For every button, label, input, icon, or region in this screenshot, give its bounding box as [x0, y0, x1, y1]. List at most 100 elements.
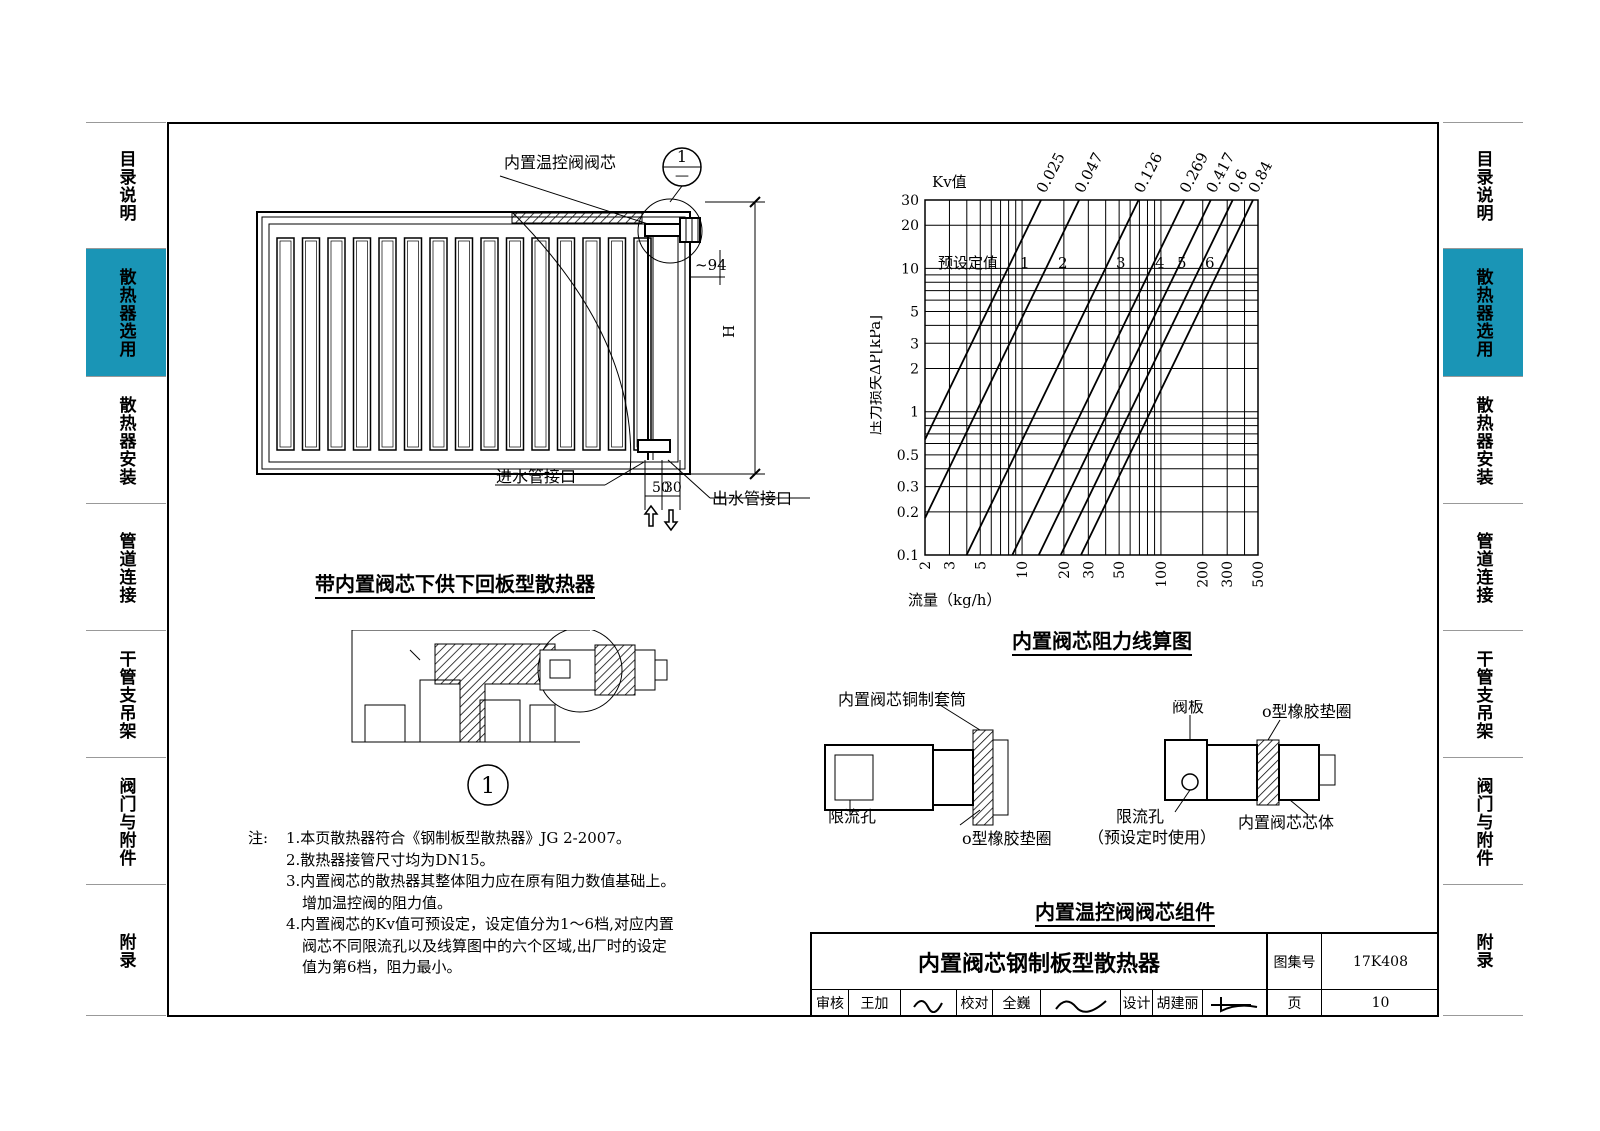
detail-marker: 1 — [481, 774, 495, 799]
y-tick-label: 0.3 — [897, 480, 919, 496]
kv-line-0.047 — [924, 199, 1080, 519]
checker-signature — [1040, 989, 1120, 1017]
side-tab-right-5[interactable]: 阀门与附件 — [1443, 757, 1523, 885]
radiator-fin — [607, 237, 627, 451]
radiator-fin — [378, 237, 397, 451]
x-tick-label: 5 — [973, 561, 989, 570]
note-line: 1.本页散热器符合《钢制板型散热器》JG 2-2007。 — [286, 829, 631, 847]
atlas-label: 图集号 — [1266, 934, 1321, 989]
y-tick-label: 2 — [910, 362, 919, 378]
orifice-left-label: 限流孔 — [828, 807, 876, 826]
chart-title: 内置阀芯阻力线算图 — [1012, 625, 1192, 656]
radiator-fin — [531, 237, 550, 451]
preset-zone-label: 4 — [1155, 254, 1165, 272]
reviewer-signature — [900, 989, 956, 1017]
note-line: 2.散热器接管尺寸均为DN15。 — [286, 850, 495, 869]
side-tab-right-3[interactable]: 管道连接 — [1443, 503, 1523, 631]
y-tick-label: 20 — [901, 218, 919, 234]
design-label: 设计 — [1120, 989, 1152, 1017]
orifice-right-label: 限流孔 — [1116, 807, 1164, 826]
x-tick-label: 30 — [1081, 561, 1097, 579]
y-tick-label: 0.5 — [897, 448, 919, 464]
radiator-fin — [582, 237, 601, 451]
side-tab-label: 散热器选用 — [1472, 268, 1493, 358]
kv-value-label: 0.047 — [1071, 150, 1107, 196]
side-tab-label: 阀门与附件 — [1472, 776, 1493, 867]
side-tab-right-1[interactable]: 散热器选用 — [1443, 248, 1523, 377]
radiator-fin — [403, 237, 423, 451]
radiator-elevation: 内置温控阀阀芯 1 — ~94 H 50 30 进水管接口 出水管接口 — [256, 147, 810, 532]
side-tab-label: 散热器选用 — [115, 268, 136, 358]
side-tab-right-0[interactable]: 目录说明 — [1443, 122, 1523, 249]
radiator-fin — [352, 237, 372, 451]
note-line: 值为第6档，阻力最小。 — [302, 958, 462, 976]
radiator-fin — [327, 237, 346, 451]
side-tab-right-2[interactable]: 散热器安装 — [1443, 376, 1523, 504]
radiator-fin — [429, 237, 448, 451]
side-tab-right-6[interactable]: 附录 — [1443, 884, 1523, 1016]
side-tab-left-3[interactable]: 管道连接 — [86, 503, 166, 631]
y-tick-label: 30 — [901, 193, 919, 209]
x-axis-label: 流量（kg/h） — [908, 591, 1001, 609]
side-tab-left-6[interactable]: 附录 — [86, 884, 166, 1016]
radiator-fin — [505, 237, 525, 451]
x-tick-label: 50 — [1112, 561, 1128, 579]
side-tab-left-1[interactable]: 散热器选用 — [86, 248, 166, 377]
radiator-fin — [556, 237, 576, 451]
reviewer-name: 王加 — [848, 989, 900, 1017]
x-tick-label: 2 — [918, 561, 934, 570]
atlas-number: 17K408 — [1321, 934, 1439, 989]
valve-section-detail: 1 — [351, 630, 668, 806]
x-tick-label: 200 — [1196, 561, 1212, 588]
oring-right-label: o型橡胶垫圈 — [1262, 702, 1352, 721]
preset-label: 预设定值 — [938, 254, 998, 272]
note-line: 3.内置阀芯的散热器其整体阻力应在原有阻力数值基础上。 — [286, 872, 676, 890]
page-number: 10 — [1321, 989, 1439, 1017]
inlet-label: 进水管接口 — [496, 467, 576, 486]
preset-zone-label: 2 — [1058, 254, 1068, 272]
side-tab-label: 干管支吊架 — [115, 649, 136, 740]
x-tick-label: 100 — [1154, 561, 1170, 588]
drawing-title: 内置阀芯钢制板型散热器 — [917, 951, 1160, 977]
designer-signature — [1202, 989, 1266, 1017]
y-tick-label: 10 — [901, 261, 919, 277]
kv-value-label: 0.025 — [1033, 150, 1069, 196]
side-tab-left-5[interactable]: 阀门与附件 — [86, 757, 166, 885]
review-label: 审核 — [816, 996, 844, 1012]
x-tick-label: 300 — [1220, 561, 1236, 588]
preset-use-label: （预设定时使用） — [1088, 828, 1216, 847]
page-label: 页 — [1266, 989, 1321, 1017]
y-tick-label: 0.2 — [897, 505, 919, 521]
y-tick-label: 5 — [910, 305, 919, 321]
side-tab-label: 目录说明 — [1472, 150, 1493, 222]
components-title: 内置温控阀阀芯组件 — [1035, 896, 1215, 927]
valve-plate-label: 阀板 — [1172, 700, 1204, 716]
oring-left-label: o型橡胶垫圈 — [962, 829, 1052, 848]
valve-core-components: 内置阀芯铜制套筒 限流孔 o型橡胶垫圈 阀板 o型橡胶垫圈 限流孔 （预设定时使… — [824, 700, 1352, 848]
radiator-fin — [454, 237, 474, 451]
preset-zone-label: 6 — [1205, 254, 1215, 272]
kv-line-0.417 — [1037, 199, 1212, 556]
copper-sleeve-title: 内置阀芯铜制套筒 — [838, 690, 967, 709]
x-tick-label: 3 — [942, 561, 958, 570]
checker-name: 全巍 — [992, 989, 1040, 1017]
side-tab-label: 散热器安装 — [115, 395, 136, 486]
y-axis-label: 压力损失ΔP[kPa] — [870, 315, 884, 435]
side-tab-label: 管道连接 — [1472, 531, 1493, 604]
kv-value-label: 0.84 — [1245, 158, 1277, 196]
kv-label: Kv值 — [932, 173, 967, 191]
drawing-frame — [167, 122, 1439, 1017]
radiator-title: 带内置阀芯下供下回板型散热器 — [315, 568, 595, 599]
radiator-fin — [480, 237, 499, 451]
side-tab-left-0[interactable]: 目录说明 — [86, 122, 166, 249]
kv-line-0.025 — [924, 199, 1042, 440]
kv-line-0.126 — [965, 199, 1140, 556]
side-tab-right-4[interactable]: 干管支吊架 — [1443, 630, 1523, 758]
side-tab-label: 散热器安装 — [1472, 395, 1493, 486]
side-tab-left-2[interactable]: 散热器安装 — [86, 376, 166, 504]
y-tick-label: 0.1 — [897, 548, 919, 564]
core-body-label: 内置阀芯芯体 — [1238, 813, 1334, 832]
y-tick-label: 3 — [910, 336, 919, 352]
note-line: 4.内置阀芯的Kv值可预设定，设定值分为1～6档,对应内置 — [286, 915, 674, 933]
side-tab-left-4[interactable]: 干管支吊架 — [86, 630, 166, 758]
